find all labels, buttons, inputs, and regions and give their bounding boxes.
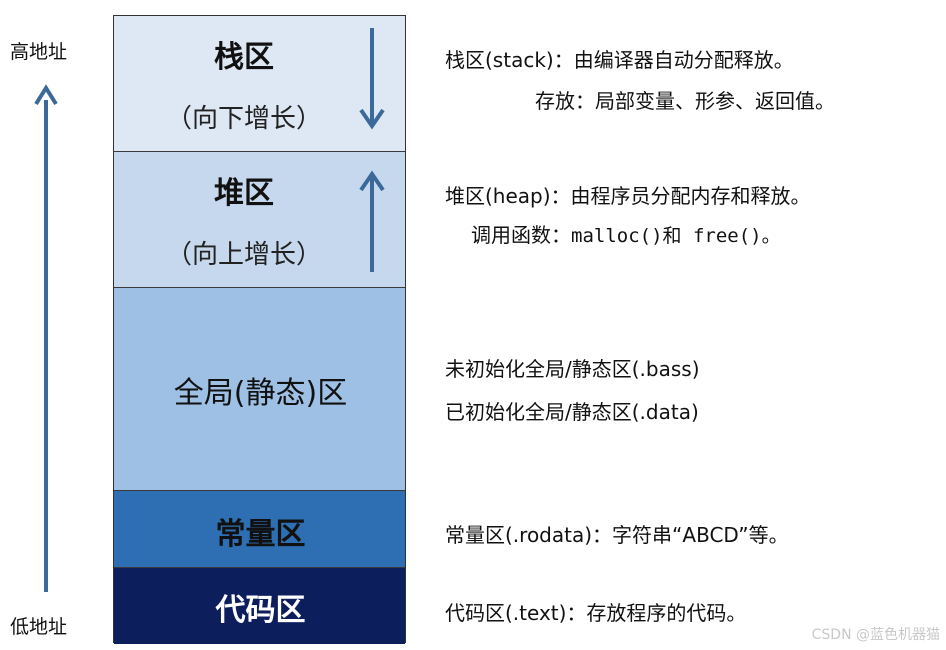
watermark: CSDN @蓝色机器猫	[811, 627, 940, 643]
stack-growth-note: （向下增长）	[165, 104, 322, 134]
memory-column: 栈区 （向下增长） 堆区 （向上增长） 全局(静态)区 常量区 代码区	[113, 15, 406, 644]
heap-functions: 调用函数：malloc()和 free()。	[471, 219, 781, 248]
stack-title: 栈区	[214, 40, 274, 75]
up-arrow-icon	[34, 84, 58, 106]
bss-description: 未初始化全局/静态区(.bass)	[445, 357, 700, 381]
constant-segment: 常量区	[114, 491, 405, 568]
constant-title: 常量区	[215, 517, 306, 552]
code-segment: 代码区	[114, 568, 405, 644]
heap-growth-note: （向上增长）	[165, 240, 322, 270]
low-address-label: 低地址	[10, 616, 68, 638]
down-arrow-icon	[359, 28, 385, 130]
text-description: 代码区(.text)：存放程序的代码。	[445, 601, 747, 625]
stack-contents: 存放：局部变量、形参、返回值。	[535, 89, 835, 113]
rodata-description: 常量区(.rodata)：字符串“ABCD”等。	[445, 523, 789, 547]
stack-description: 栈区(stack)：由编译器自动分配释放。	[445, 48, 794, 72]
address-axis-arrow	[34, 84, 58, 592]
heap-functions-label: 调用函数：	[471, 223, 571, 247]
heap-segment: 堆区 （向上增长）	[114, 152, 405, 288]
stack-segment: 栈区 （向下增长）	[114, 16, 405, 152]
global-static-title: 全局(静态)区	[173, 376, 348, 411]
heap-description: 堆区(heap)：由程序员分配内存和释放。	[445, 184, 811, 208]
up-arrow-icon	[359, 170, 385, 272]
heap-title: 堆区	[214, 176, 274, 211]
global-static-segment: 全局(静态)区	[114, 288, 405, 491]
high-address-label: 高地址	[10, 41, 68, 63]
code-title: 代码区	[215, 593, 306, 628]
data-description: 已初始化全局/静态区(.data)	[445, 400, 699, 424]
heap-functions-code: malloc()和 free()。	[571, 225, 781, 247]
